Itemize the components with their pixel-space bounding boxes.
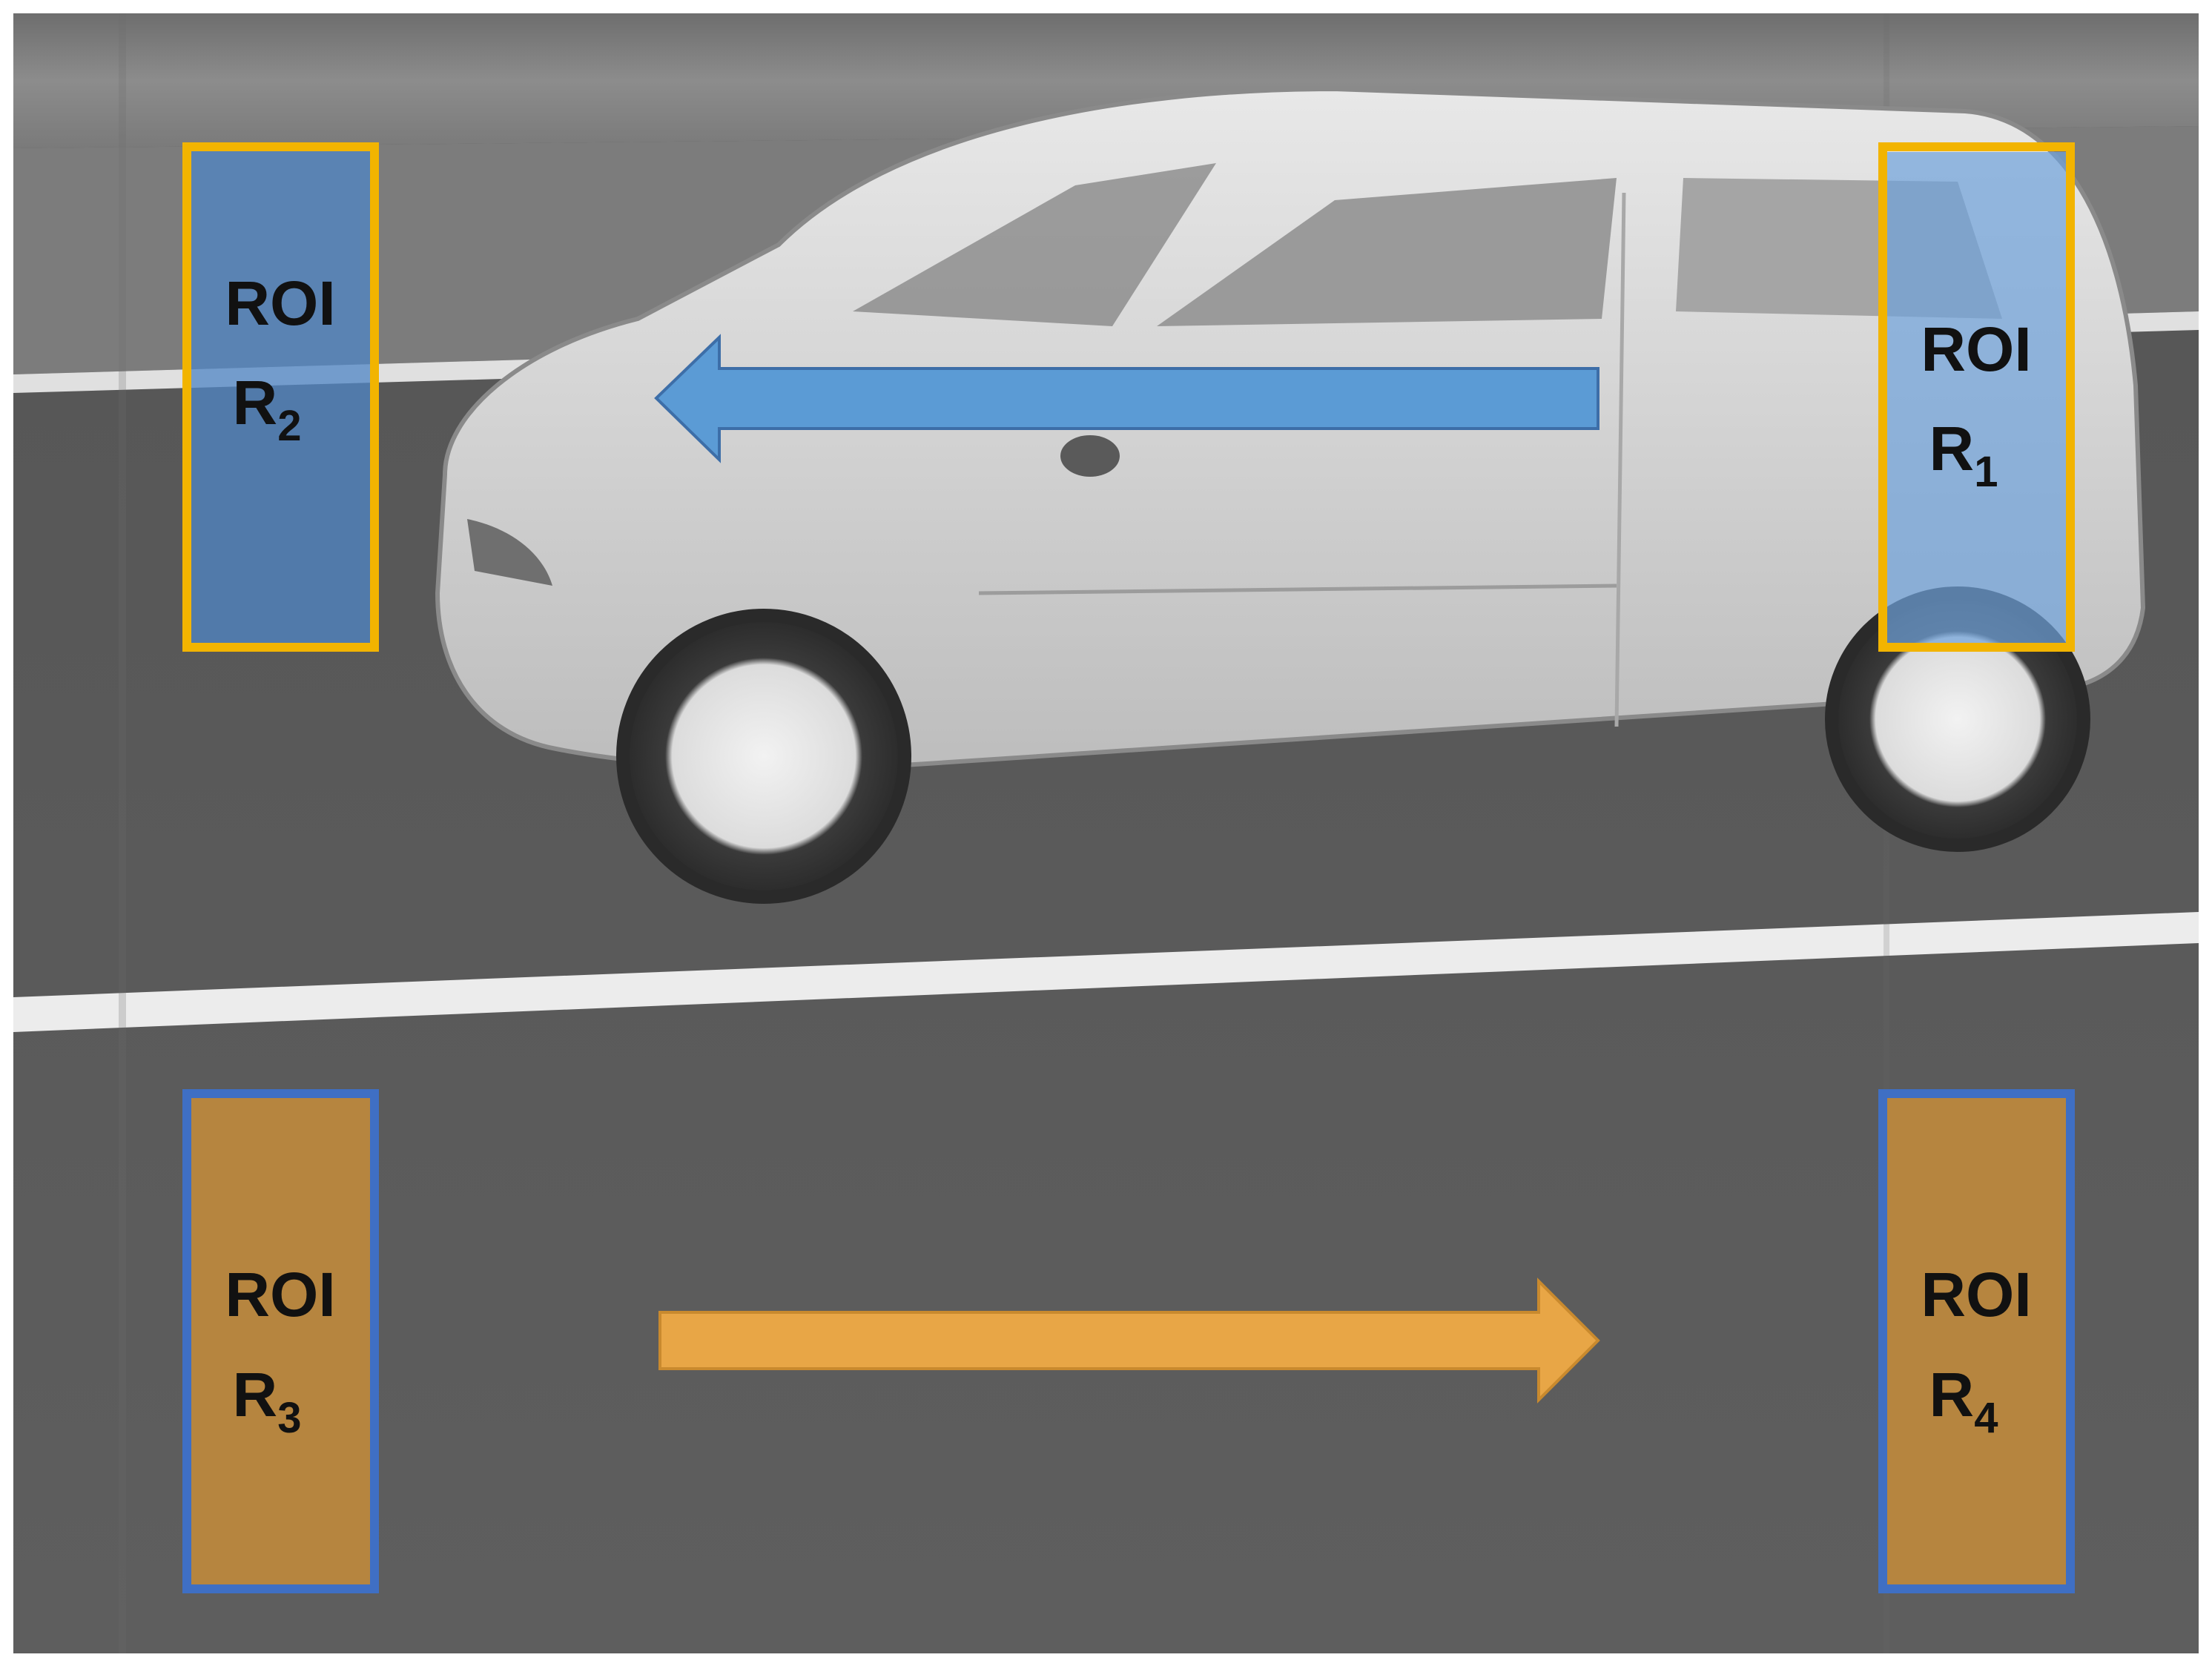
svg-text:R3: R3 xyxy=(233,1360,302,1442)
motion-arrow-right xyxy=(658,1277,1600,1404)
roi-r2-label: ROI xyxy=(225,268,335,338)
svg-text:R1: R1 xyxy=(1929,414,1998,496)
roi-r4: ROI R4 xyxy=(1878,1089,2075,1593)
roi-r1-subscript: 1 xyxy=(1974,448,1998,496)
roi-r4-subscript: 4 xyxy=(1974,1394,1998,1442)
roi-r3-label: ROI xyxy=(225,1260,335,1329)
roi-r1: ROI R1 xyxy=(1878,142,2075,652)
svg-text:R2: R2 xyxy=(233,368,302,450)
roi-r4-label: ROI xyxy=(1921,1260,2031,1329)
motion-arrow-left xyxy=(654,334,1599,463)
roi-r1-letter: R xyxy=(1929,414,1975,483)
roi-r3-subscript: 3 xyxy=(277,1394,301,1442)
roi-r1-label: ROI xyxy=(1921,314,2031,384)
svg-text:R4: R4 xyxy=(1929,1360,1998,1442)
roi-r2: ROI R2 xyxy=(182,142,379,652)
roi-r3: ROI R3 xyxy=(182,1089,379,1593)
roi-r3-letter: R xyxy=(233,1360,278,1429)
roi-r4-letter: R xyxy=(1929,1360,1975,1429)
roi-r2-subscript: 2 xyxy=(277,402,301,450)
roi-r2-letter: R xyxy=(233,368,278,437)
